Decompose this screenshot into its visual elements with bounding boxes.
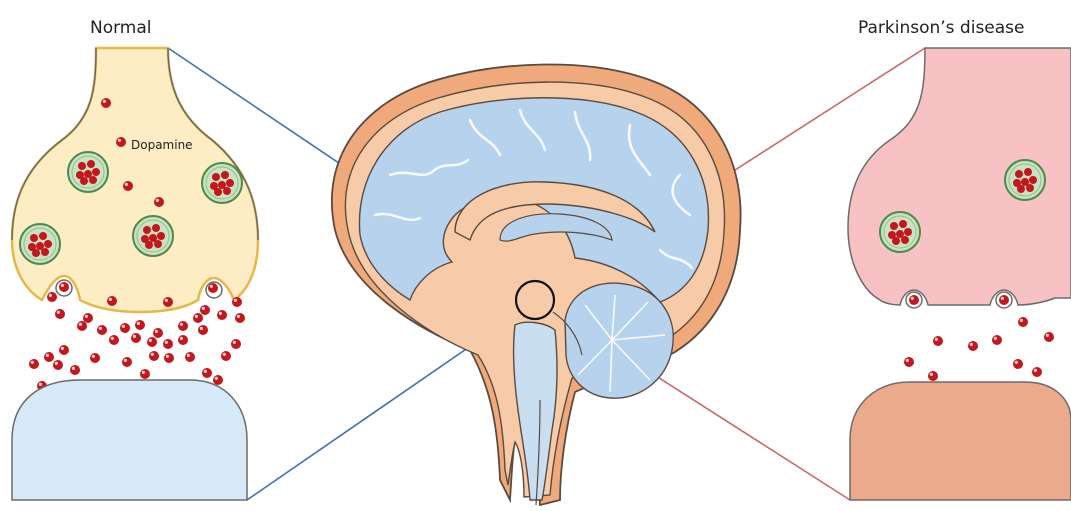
cerebellum	[565, 283, 673, 398]
synaptic-dopamine-reduced	[904, 317, 1054, 381]
parkinsons-synapse	[848, 48, 1071, 500]
vesicle	[68, 152, 108, 192]
vesicle	[20, 224, 60, 264]
brain-sagittal-section	[332, 64, 741, 505]
vesicle	[880, 212, 920, 252]
normal-synapse: Dopamine	[12, 48, 258, 500]
substantia-nigra-highlight	[516, 281, 554, 319]
parkinsons-postsynaptic-neuron	[850, 382, 1071, 500]
vesicle	[1005, 160, 1045, 200]
dopamine-label: Dopamine	[131, 138, 193, 152]
vesicle	[133, 216, 173, 256]
vesicle	[202, 163, 242, 203]
normal-postsynaptic-neuron	[12, 380, 247, 500]
